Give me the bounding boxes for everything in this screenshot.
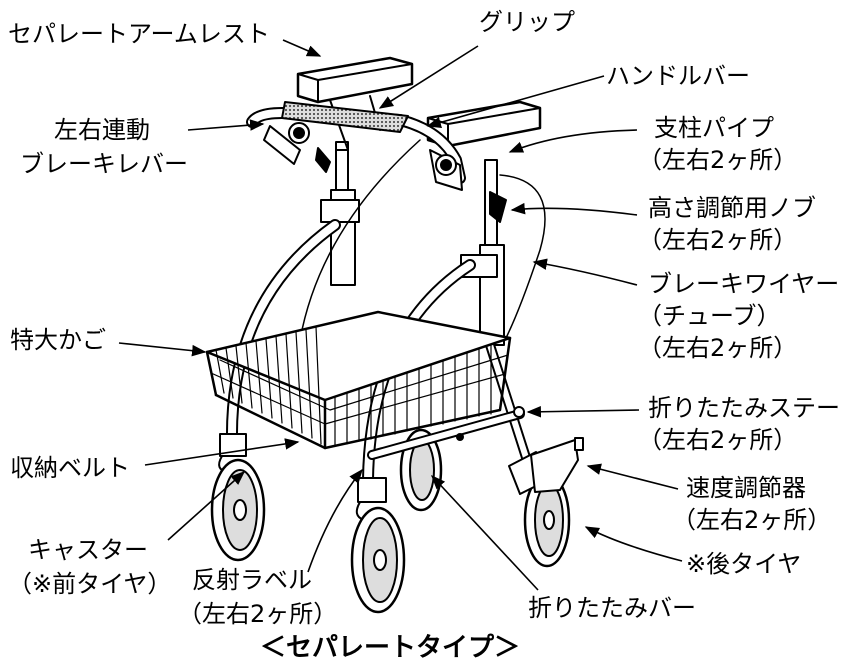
label-belt: 収納ベルト — [10, 454, 130, 482]
leader-pole-pipe — [508, 129, 638, 153]
left-pole — [320, 141, 360, 286]
label-rear-tire: ※後タイヤ — [686, 550, 802, 578]
right-pole — [460, 159, 584, 495]
front-center-caster — [350, 477, 406, 614]
label-reflector: 反射ラベル （左右2ヶ所） — [178, 566, 338, 628]
label-caster: キャスター （※前タイヤ） — [8, 536, 172, 598]
leader-belt — [144, 438, 300, 466]
walker-frame — [205, 56, 584, 614]
leader-caster — [167, 471, 246, 541]
label-fold-bar: 折りたたみバー — [528, 594, 696, 622]
label-speed-ctrl: 速度調節器 （左右2ヶ所） — [672, 474, 832, 534]
label-armrest: セパレートアームレスト — [8, 20, 270, 48]
leader-fold-bar — [431, 474, 539, 591]
basket — [205, 310, 512, 450]
label-pole-pipe: 支柱パイプ （左右2ヶ所） — [638, 114, 798, 174]
label-basket: 特大かご — [10, 326, 106, 354]
leader-reflector — [307, 468, 363, 573]
rear-wheel — [523, 472, 571, 568]
leader-brake-lever — [187, 119, 265, 131]
leader-fold-stay — [526, 406, 640, 418]
leader-rear-tire — [584, 526, 683, 562]
label-brake-lever: 左右連動 ブレーキレバー — [20, 116, 188, 178]
leader-armrest — [282, 39, 322, 57]
leader-basket — [118, 342, 207, 357]
label-fold-stay: 折りたたみステー （左右2ヶ所） — [638, 394, 840, 454]
leader-height-knob — [510, 202, 638, 216]
label-grip: グリップ — [479, 8, 575, 36]
front-left-caster — [210, 433, 266, 562]
leader-lines — [118, 39, 683, 591]
front-right-wheel — [399, 428, 443, 512]
leader-grip — [378, 45, 479, 109]
leader-speed-ctrl — [586, 463, 679, 490]
label-height-knob: 高さ調節用ノブ （左右2ヶ所） — [638, 194, 816, 254]
leader-brake-wire — [532, 258, 638, 286]
leader-handlebar — [426, 75, 605, 128]
figure-caption: ＜セパレートタイプ＞ — [260, 633, 521, 663]
label-brake-wire: ブレーキワイヤー （チューブ） （左右2ヶ所） — [638, 270, 840, 362]
label-handlebar: ハンドルバー — [606, 62, 750, 90]
handlebar — [246, 101, 507, 223]
